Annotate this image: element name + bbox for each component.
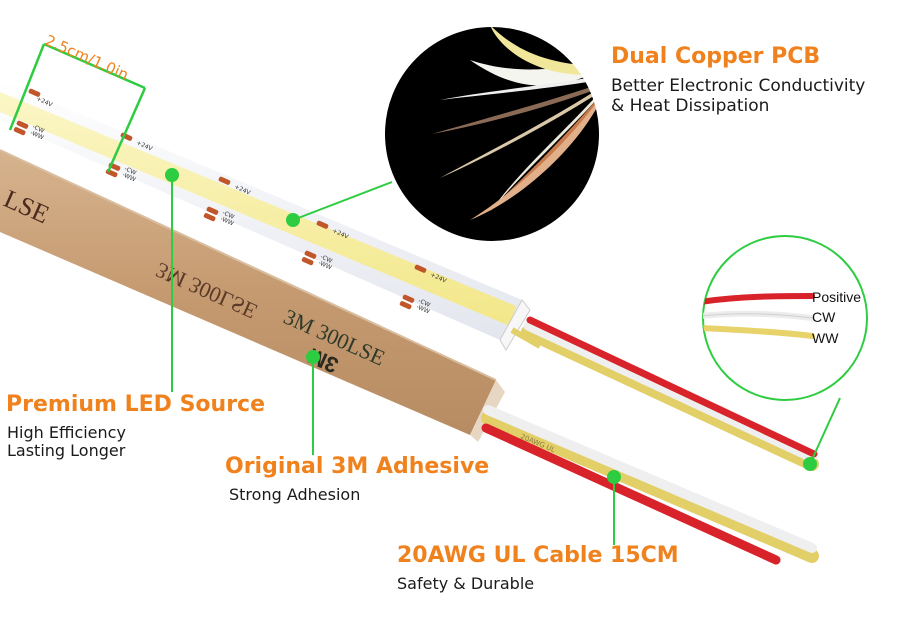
pcb-title: Dual Copper PCB bbox=[611, 44, 821, 69]
svg-text:-CW: -CW bbox=[319, 253, 333, 264]
pcb-description-line1: Better Electronic Conductivity bbox=[611, 76, 866, 96]
wire-label-ww: WW bbox=[812, 330, 839, 346]
wire-label-positive: Positive bbox=[812, 289, 861, 305]
svg-text:-CW: -CW bbox=[221, 209, 235, 220]
svg-text:-CW: -CW bbox=[31, 123, 45, 134]
svg-text:-CW: -CW bbox=[123, 165, 137, 176]
cable-description: Safety & Durable bbox=[397, 574, 535, 593]
pcb-callout-dot bbox=[286, 213, 300, 227]
cable-callout-dot bbox=[607, 470, 621, 484]
pcb-callout-line bbox=[292, 181, 393, 221]
adhesive-description: Strong Adhesion bbox=[229, 485, 361, 504]
led-description-line2: Lasting Longer bbox=[7, 441, 126, 461]
wire-callout-dot bbox=[803, 457, 817, 471]
wire-label-cw: CW bbox=[812, 309, 836, 325]
dimension-label: 2.5cm/1.0in bbox=[42, 31, 131, 84]
upper-cable bbox=[521, 316, 819, 471]
pcb-description: Better Electronic Conductivity & Heat Di… bbox=[611, 76, 866, 116]
wire-zoom-circle bbox=[702, 235, 868, 401]
led-description: High Efficiency Lasting Longer bbox=[7, 423, 126, 461]
svg-text:-CW: -CW bbox=[417, 297, 431, 308]
pcb-description-line2: & Heat Dissipation bbox=[611, 95, 770, 116]
lower-cable: 20AWG UL bbox=[481, 405, 819, 565]
adhesive-title: Original 3M Adhesive bbox=[225, 454, 490, 479]
pcb-zoom-circle bbox=[383, 25, 601, 243]
cable-title: 20AWG UL Cable 15CM bbox=[397, 543, 679, 568]
wire-callout-line bbox=[809, 397, 841, 465]
led-strip bbox=[0, 80, 542, 351]
adhesive-callout-dot bbox=[306, 350, 320, 364]
copper-pads bbox=[13, 88, 427, 310]
led-title: Premium LED Source bbox=[6, 392, 266, 417]
led-description-line1: High Efficiency bbox=[7, 423, 126, 442]
led-callout-dot bbox=[165, 168, 179, 182]
dimension-bracket bbox=[8, 42, 147, 173]
